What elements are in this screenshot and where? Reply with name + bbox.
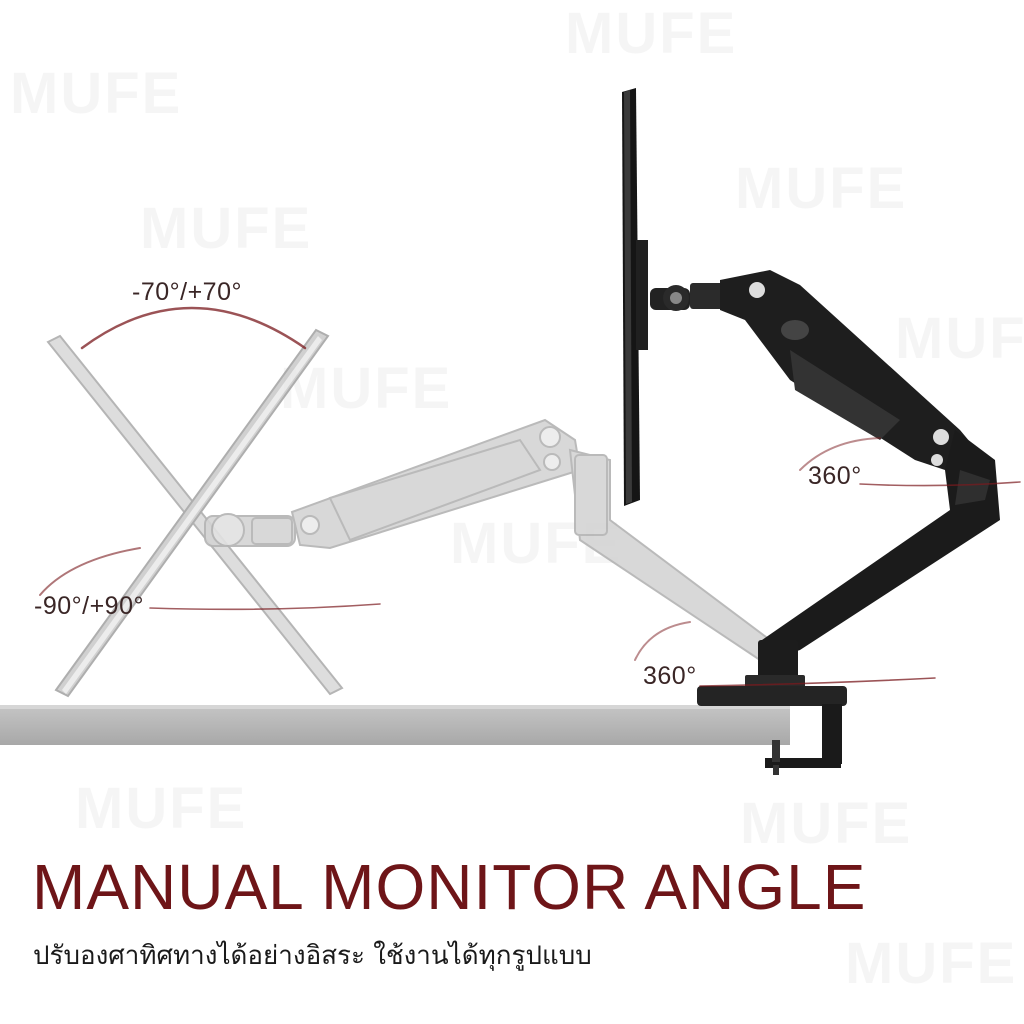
- arm-rotation-label: 360°: [808, 462, 862, 490]
- desk-top: [0, 707, 790, 745]
- tilt-range-label: -70°/+70°: [132, 278, 242, 306]
- swivel-range-label: -90°/+90°: [34, 592, 144, 620]
- black-monitor: [622, 88, 648, 506]
- base-rotation-label: 360°: [643, 662, 697, 690]
- headline: MANUAL MONITOR ANGLE: [32, 851, 867, 923]
- ghost-arm: [204, 418, 772, 662]
- rotation-arrows: [39, 306, 1021, 687]
- ghost-monitors: [46, 328, 344, 698]
- black-arm: [650, 270, 1000, 775]
- subline: ปรับองศาทิศทางได้อย่างอิสระ ใช้งานได้ทุก…: [33, 941, 592, 971]
- desk-edge: [0, 705, 790, 709]
